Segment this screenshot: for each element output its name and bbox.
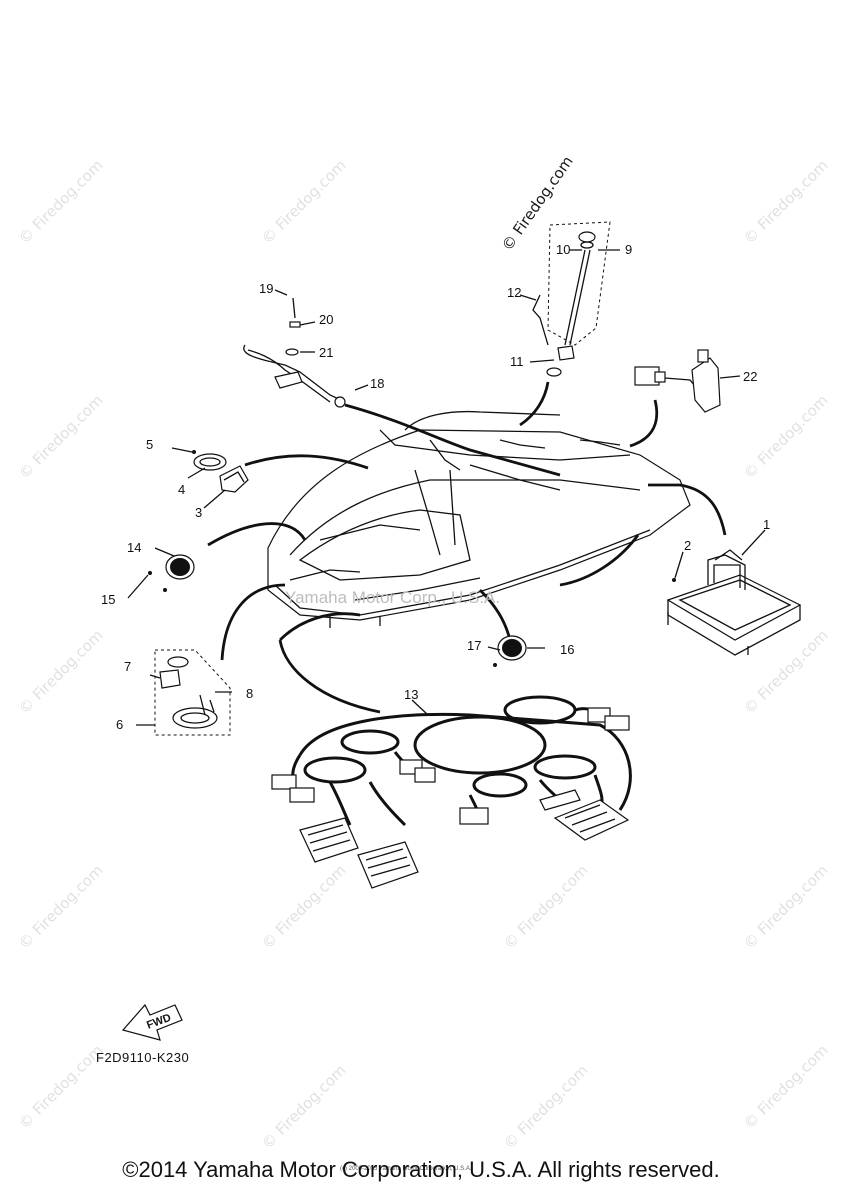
wire-harness — [271, 695, 632, 889]
part-label-20: 20 — [319, 312, 334, 327]
fwd-arrow: FWD — [121, 1003, 183, 1041]
part-label-1: 1 — [763, 517, 771, 532]
leader-arrow — [244, 454, 369, 470]
overlay-watermark: Yamaha Motor Corp., U.S.A. — [285, 588, 501, 607]
leader-arrow — [220, 583, 286, 661]
leader-arrow — [479, 589, 512, 641]
sensor-connector — [634, 349, 741, 413]
fine-print: (c) 2000-2015 Yamaha Motor Corporation, … — [340, 1166, 472, 1172]
part-label-7: 7 — [124, 659, 132, 674]
speaker-right — [487, 635, 545, 667]
part-label-21: 21 — [319, 345, 334, 360]
leader-arrow — [344, 403, 561, 477]
part-label-12: 12 — [507, 285, 522, 300]
boat-hull — [267, 410, 691, 628]
leader-arrow — [207, 522, 307, 547]
part-label-3: 3 — [195, 505, 203, 520]
leader-arrow — [278, 612, 381, 714]
part-label-10: 10 — [556, 242, 571, 257]
part-label-15: 15 — [101, 592, 116, 607]
fuse-assembly — [136, 649, 232, 736]
part-label-6: 6 — [116, 717, 124, 732]
part-label-11: 11 — [510, 354, 524, 369]
part-label-17: 17 — [467, 638, 482, 653]
leader-arrow — [519, 381, 550, 427]
copyright-notice: ©2014 Yamaha Motor Corporation, U.S.A. A… — [122, 1157, 720, 1182]
part-label-2: 2 — [684, 538, 692, 553]
cable-bracket — [243, 289, 369, 408]
part-label-16: 16 — [560, 642, 575, 657]
switch-assembly — [171, 447, 249, 509]
antenna-assembly — [519, 221, 620, 377]
part-label-18: 18 — [370, 376, 385, 391]
leader-arrow — [629, 399, 659, 448]
speaker-left — [127, 547, 195, 599]
part-label-14: 14 — [127, 540, 142, 555]
part-label-8: 8 — [246, 686, 254, 701]
leader-arrow — [648, 483, 727, 536]
part-label-9: 9 — [625, 242, 633, 257]
part-label-22: 22 — [743, 369, 758, 384]
part-label-4: 4 — [178, 482, 186, 497]
part-label-13: 13 — [404, 687, 419, 702]
leader-arrow — [559, 534, 640, 587]
part-label-19: 19 — [259, 281, 274, 296]
reference-code: F2D9110-K230 — [96, 1050, 190, 1065]
battery-box — [666, 549, 802, 656]
part-label-5: 5 — [146, 437, 154, 452]
